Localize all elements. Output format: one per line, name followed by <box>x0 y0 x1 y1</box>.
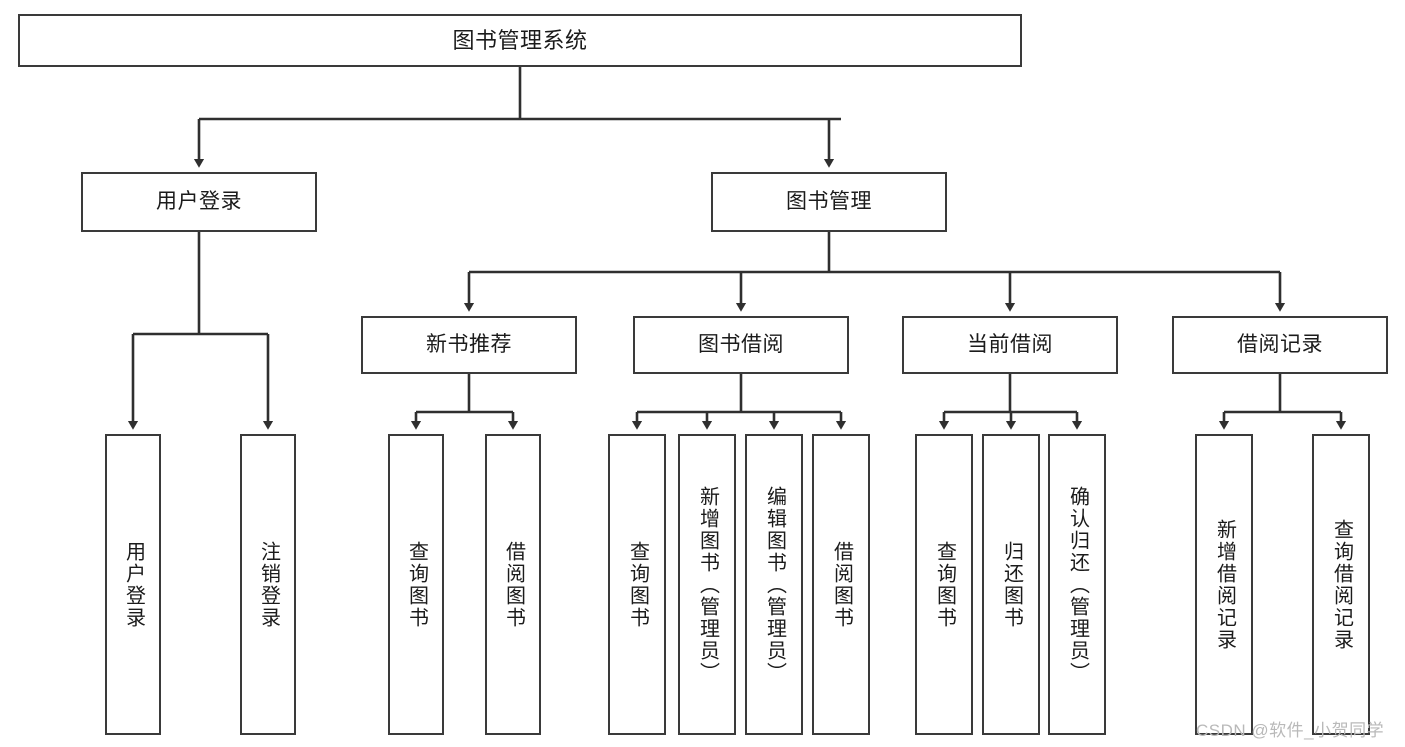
node-root[interactable]: 图书管理系统 <box>18 14 1022 67</box>
node-leaf-query-book-2-label: 查询图书 <box>626 540 649 629</box>
node-leaf-add-book-label: 新增图书（管理员） <box>696 485 719 684</box>
node-book-borrow[interactable]: 图书借阅 <box>633 316 849 374</box>
node-leaf-query-book-3-label: 查询图书 <box>933 540 956 629</box>
node-user-login[interactable]: 用户登录 <box>81 172 317 232</box>
node-leaf-user-login-label: 用户登录 <box>122 540 145 629</box>
node-book-manage-label: 图书管理 <box>786 189 872 213</box>
node-borrow-record[interactable]: 借阅记录 <box>1172 316 1388 374</box>
node-leaf-return-book-label: 归还图书 <box>1000 540 1023 629</box>
node-leaf-edit-book[interactable]: 编辑图书（管理员） <box>745 434 803 735</box>
node-leaf-borrow-book-1-label: 借阅图书 <box>502 540 525 629</box>
node-leaf-logout-login-label: 注销登录 <box>257 540 280 629</box>
node-leaf-confirm-return[interactable]: 确认归还（管理员） <box>1048 434 1106 735</box>
node-user-login-label: 用户登录 <box>156 189 242 213</box>
node-leaf-add-book[interactable]: 新增图书（管理员） <box>678 434 736 735</box>
node-leaf-query-book-1-label: 查询图书 <box>405 540 428 629</box>
node-leaf-query-book-2[interactable]: 查询图书 <box>608 434 666 735</box>
node-current-borrow-label: 当前借阅 <box>967 332 1053 356</box>
node-new-book-rec[interactable]: 新书推荐 <box>361 316 577 374</box>
node-root-label: 图书管理系统 <box>452 27 588 53</box>
watermark-text: CSDN @软件_小贺同学 <box>1196 721 1385 740</box>
node-book-borrow-label: 图书借阅 <box>698 332 784 356</box>
node-borrow-record-label: 借阅记录 <box>1237 332 1323 356</box>
node-leaf-user-login[interactable]: 用户登录 <box>105 434 161 735</box>
node-leaf-query-record-label: 查询借阅记录 <box>1330 518 1353 651</box>
node-leaf-query-book-1[interactable]: 查询图书 <box>388 434 444 735</box>
node-leaf-borrow-book-2[interactable]: 借阅图书 <box>812 434 870 735</box>
node-leaf-confirm-return-label: 确认归还（管理员） <box>1066 485 1089 684</box>
node-current-borrow[interactable]: 当前借阅 <box>902 316 1118 374</box>
node-book-manage[interactable]: 图书管理 <box>711 172 947 232</box>
node-leaf-add-record[interactable]: 新增借阅记录 <box>1195 434 1253 735</box>
node-leaf-query-book-3[interactable]: 查询图书 <box>915 434 973 735</box>
node-new-book-rec-label: 新书推荐 <box>426 332 512 356</box>
node-leaf-query-record[interactable]: 查询借阅记录 <box>1312 434 1370 735</box>
node-leaf-logout-login[interactable]: 注销登录 <box>240 434 296 735</box>
node-leaf-borrow-book-1[interactable]: 借阅图书 <box>485 434 541 735</box>
node-leaf-edit-book-label: 编辑图书（管理员） <box>763 485 786 684</box>
node-leaf-return-book[interactable]: 归还图书 <box>982 434 1040 735</box>
node-leaf-borrow-book-2-label: 借阅图书 <box>830 540 853 629</box>
node-leaf-add-record-label: 新增借阅记录 <box>1213 518 1236 651</box>
